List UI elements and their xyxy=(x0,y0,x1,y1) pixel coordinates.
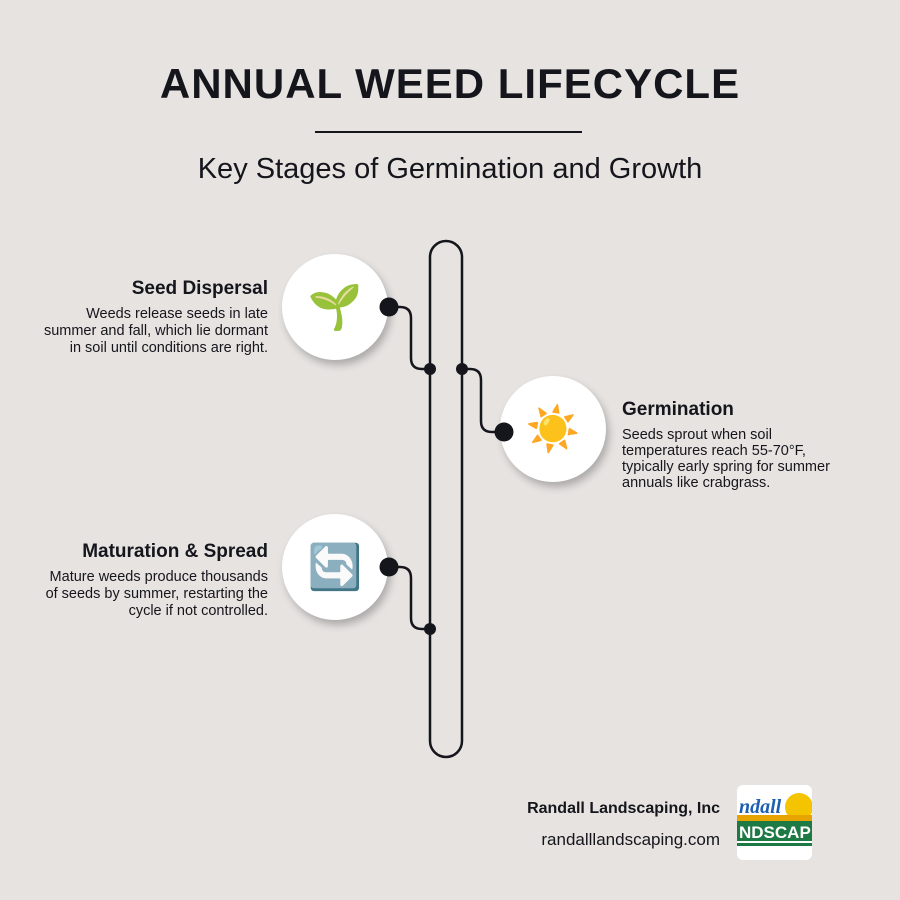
svg-text:NDSCAP: NDSCAP xyxy=(739,823,811,842)
timeline-node xyxy=(424,623,436,635)
stage-title: Seed Dispersal xyxy=(131,278,268,299)
stage-description: Mature weeds produce thousands of seeds … xyxy=(45,569,268,619)
stage-title: Maturation & Spread xyxy=(82,541,268,562)
page-title: ANNUAL WEED LIFECYCLE xyxy=(159,60,741,107)
connector-germination xyxy=(462,367,504,434)
stage-description: Seeds sprout when soil temperatures reac… xyxy=(622,427,830,491)
connector-seed-dispersal xyxy=(389,305,430,371)
page-subtitle: Key Stages of Germination and Growth xyxy=(197,153,703,185)
company-url[interactable]: randalllandscaping.com xyxy=(541,830,720,849)
stage-title: Germination xyxy=(622,399,734,420)
cycle-arrows-icon: 🔄 xyxy=(282,514,388,620)
connector-maturation xyxy=(389,565,430,631)
timeline-track xyxy=(428,239,464,759)
anchor-dot xyxy=(379,557,399,577)
company-name: Randall Landscaping, Inc xyxy=(527,800,720,817)
anchor-dot xyxy=(494,422,514,442)
stage-germination: Germination Seeds sprout when soil tempe… xyxy=(622,399,852,491)
timeline-node xyxy=(424,363,436,375)
stage-description: Weeds release seeds in late summer and f… xyxy=(43,306,268,356)
timeline-node xyxy=(456,363,468,375)
seedling-icon: 🌱 xyxy=(282,254,388,360)
company-logo: ndall NDSCAP xyxy=(737,785,812,860)
stage-maturation: Maturation & Spread Mature weeds produce… xyxy=(38,541,268,620)
anchor-dot xyxy=(379,297,399,317)
title-divider xyxy=(315,131,582,133)
sun-icon: ☀️ xyxy=(500,376,606,482)
svg-text:ndall: ndall xyxy=(739,796,782,818)
stage-seed-dispersal: Seed Dispersal Weeds release seeds in la… xyxy=(38,278,268,357)
